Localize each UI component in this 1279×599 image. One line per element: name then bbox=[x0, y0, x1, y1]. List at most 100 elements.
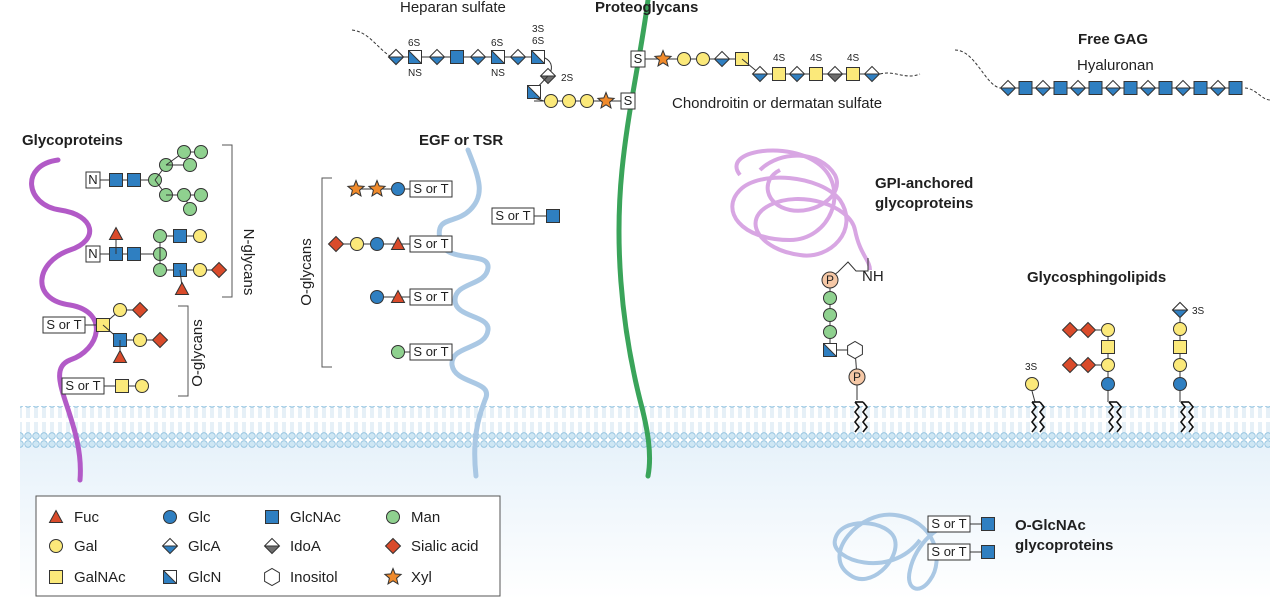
glycoproteins-o-glycans-label: O-glycans bbox=[189, 319, 206, 387]
man-icon bbox=[194, 145, 208, 159]
gal-icon bbox=[696, 52, 710, 66]
legend-label: GlcA bbox=[188, 538, 221, 555]
gal-icon bbox=[1173, 358, 1187, 372]
glca-icon bbox=[469, 48, 487, 66]
glca-icon bbox=[788, 65, 806, 83]
glca-icon bbox=[428, 48, 446, 66]
glc-icon bbox=[370, 290, 384, 304]
gal-icon bbox=[677, 52, 691, 66]
man-icon bbox=[177, 188, 191, 202]
asparagine-box-text: N bbox=[88, 172, 97, 187]
glc-icon bbox=[1173, 377, 1187, 391]
mod-4s-label: 4S bbox=[773, 53, 786, 64]
gsl-lipid-tail bbox=[1179, 401, 1195, 433]
glca-icon bbox=[999, 79, 1017, 97]
serine-box-text: S bbox=[624, 93, 633, 108]
idoa-icon bbox=[826, 65, 844, 83]
glca-diamond-icon bbox=[161, 537, 179, 555]
xyl-icon bbox=[596, 91, 616, 109]
hyaluronan-label: Hyaluronan bbox=[1077, 57, 1154, 74]
serine-box bbox=[630, 50, 646, 68]
gal-icon bbox=[562, 94, 576, 108]
galnac-square-icon bbox=[49, 570, 63, 584]
glca-icon bbox=[1069, 79, 1087, 97]
glca-icon bbox=[1174, 79, 1192, 97]
legend-label: IdoA bbox=[290, 538, 321, 555]
glc-icon bbox=[370, 237, 384, 251]
legend-label: GalNAc bbox=[74, 569, 126, 586]
ser-thr-box-text: S or T bbox=[46, 317, 81, 332]
chondroitin-chain-tail bbox=[879, 72, 921, 77]
man-icon bbox=[183, 158, 197, 172]
oglcnac-protein bbox=[832, 512, 961, 591]
glcn-icon bbox=[527, 85, 541, 99]
ser-thr-box-text: S or T bbox=[495, 208, 530, 223]
gal-icon bbox=[1101, 358, 1115, 372]
phosphate-icon bbox=[848, 368, 866, 386]
glcnac-icon bbox=[1228, 81, 1243, 95]
glcnac-icon bbox=[450, 50, 464, 64]
mod-3s-label: 3S bbox=[1192, 306, 1205, 317]
glc-circle-icon bbox=[163, 510, 177, 524]
gpi-protein bbox=[730, 148, 872, 271]
fuc-icon bbox=[112, 349, 128, 363]
glcnac-icon bbox=[1123, 81, 1138, 95]
legend-label: GlcN bbox=[188, 569, 221, 586]
man-icon bbox=[823, 291, 837, 305]
ser-thr-box-text: S or T bbox=[931, 516, 966, 531]
n-glycans-bracket bbox=[222, 144, 233, 298]
glcnac-icon bbox=[1158, 81, 1173, 95]
fuc-icon bbox=[390, 236, 406, 250]
gsl-title: Glycosphingolipids bbox=[1027, 269, 1166, 286]
glca-icon bbox=[1034, 79, 1052, 97]
galnac-icon bbox=[115, 379, 129, 393]
sialic-acid-diamond-icon bbox=[384, 537, 402, 555]
ser-thr-box-text: S or T bbox=[65, 378, 100, 393]
glcnac-icon bbox=[173, 229, 187, 243]
legend-label: Fuc bbox=[74, 509, 100, 526]
xyl-icon bbox=[653, 49, 673, 67]
glcn-icon bbox=[408, 50, 422, 64]
mod-ns-label: NS bbox=[408, 68, 422, 79]
free-gag-title: Free GAG bbox=[1078, 31, 1148, 48]
gal-icon bbox=[1025, 377, 1039, 391]
legend-label: Xyl bbox=[411, 569, 432, 586]
fuc-icon bbox=[108, 226, 124, 240]
phosphate-icon bbox=[821, 271, 839, 289]
asparagine-box-text: N bbox=[88, 246, 97, 261]
gal-icon bbox=[544, 94, 558, 108]
sialic-acid-icon bbox=[1079, 356, 1097, 374]
mod-6s-label: 6S bbox=[532, 36, 545, 47]
chondroitin-label: Chondroitin or dermatan sulfate bbox=[672, 95, 882, 112]
gal-icon bbox=[580, 94, 594, 108]
xyl-star-icon bbox=[383, 567, 403, 585]
fuc-triangle-icon bbox=[48, 509, 64, 523]
mod-4s-label: 4S bbox=[847, 53, 860, 64]
man-icon bbox=[391, 345, 405, 359]
man-icon bbox=[194, 188, 208, 202]
sialic-acid-icon bbox=[1079, 321, 1097, 339]
glca-icon bbox=[387, 48, 405, 66]
legend-label: Man bbox=[411, 509, 440, 526]
ser-thr-box-text: S or T bbox=[413, 344, 448, 359]
proteoglycan-core-protein bbox=[616, 0, 653, 479]
n-glycans-label: N-glycans bbox=[240, 229, 257, 296]
glca-icon bbox=[713, 50, 731, 68]
glc-icon bbox=[1101, 377, 1115, 391]
mod-4s-label: 4S bbox=[810, 53, 823, 64]
mod-3s-label: 3S bbox=[532, 24, 545, 35]
glca-icon bbox=[1104, 79, 1122, 97]
galnac-icon bbox=[809, 67, 823, 81]
glca-icon bbox=[751, 65, 769, 83]
fuc-icon bbox=[390, 289, 406, 303]
sialic-acid-icon bbox=[151, 331, 169, 349]
egf-title: EGF or TSR bbox=[419, 132, 503, 149]
glca-icon bbox=[1139, 79, 1157, 97]
gal-icon bbox=[350, 237, 364, 251]
sialic-acid-icon bbox=[1061, 356, 1079, 374]
glca-icon bbox=[509, 48, 527, 66]
glcn-square-icon bbox=[163, 570, 177, 584]
mod-6s-label: 6S bbox=[491, 38, 504, 49]
